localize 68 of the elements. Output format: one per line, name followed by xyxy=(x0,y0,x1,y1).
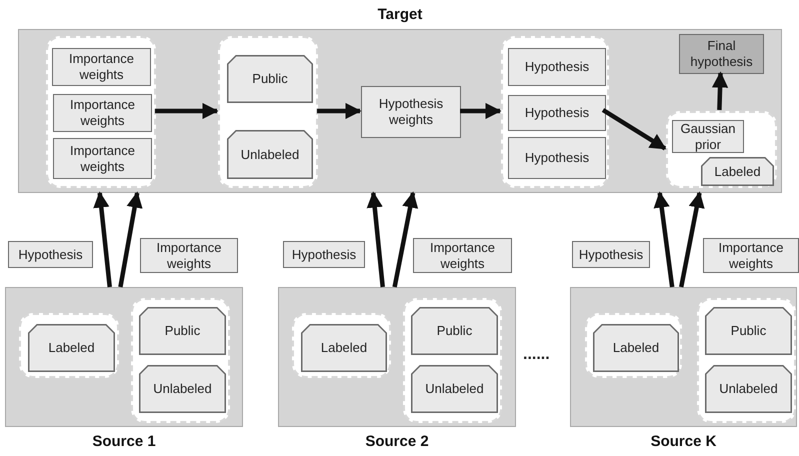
data-label: Unlabeled xyxy=(425,381,484,397)
box-label: Importance weights xyxy=(68,142,136,174)
data-label: Public xyxy=(730,323,766,339)
arrow xyxy=(93,191,112,288)
process-box xyxy=(361,86,461,138)
group-container xyxy=(501,36,609,188)
process-box xyxy=(572,241,650,268)
group-container xyxy=(697,298,796,423)
data-label: Labeled xyxy=(48,340,95,356)
panel-heading: Source K xyxy=(650,433,718,450)
data-label: Unlabeled xyxy=(240,146,300,162)
group-container xyxy=(19,313,119,378)
box-label: Importance weights xyxy=(428,240,496,272)
data-label: Public xyxy=(164,323,200,339)
process-box xyxy=(283,241,365,268)
data-label: Public xyxy=(436,323,472,339)
box-label: Hypothesis xyxy=(524,150,590,166)
arrow xyxy=(654,191,674,288)
data-label: Labeled xyxy=(714,164,761,180)
box-label: Importance weights xyxy=(68,51,136,83)
arrow xyxy=(460,102,502,120)
box-label: Hypothesis xyxy=(524,59,590,75)
data-label: Public xyxy=(252,71,288,87)
group-container xyxy=(585,313,682,378)
data-label: Labeled xyxy=(612,340,660,356)
box-label: Final hypothesis xyxy=(689,38,754,70)
group-container xyxy=(218,36,318,188)
box-label: Importance weights xyxy=(68,97,136,129)
arrow xyxy=(366,191,385,288)
ellipsis-label: ...... xyxy=(523,346,550,364)
panel-heading: Target xyxy=(376,6,424,23)
process-box xyxy=(413,238,512,273)
process-box xyxy=(53,94,152,132)
box-label: Hypothesis xyxy=(292,246,356,262)
group-container xyxy=(666,111,777,188)
box-label: Hypothesis xyxy=(524,105,590,121)
group-container xyxy=(403,298,502,423)
process-box xyxy=(508,137,606,179)
box-label: Hypothesis xyxy=(578,246,644,262)
panel-heading: Source 1 xyxy=(91,433,157,450)
data-label: Unlabeled xyxy=(153,381,212,397)
data-label: Unlabeled xyxy=(719,381,778,397)
output-box xyxy=(679,34,764,74)
box-label: Hypothesis weights xyxy=(378,96,444,128)
box-label: Importance weights xyxy=(155,240,223,272)
arrow xyxy=(602,108,666,150)
box-label: Gaussian prior xyxy=(680,120,736,152)
data-label: Labeled xyxy=(320,340,368,356)
box-label: Importance weights xyxy=(717,240,785,272)
panel-heading: Source 2 xyxy=(364,433,430,450)
process-box xyxy=(140,238,238,273)
arrow xyxy=(155,102,219,120)
group-container xyxy=(46,36,156,188)
process-box xyxy=(53,138,152,179)
arrow xyxy=(118,191,143,288)
process-box xyxy=(672,120,744,153)
box-label: Hypothesis xyxy=(18,246,83,262)
process-box xyxy=(703,238,799,273)
process-box xyxy=(508,95,606,131)
process-box xyxy=(52,48,151,86)
arrow xyxy=(679,191,705,288)
process-box xyxy=(508,48,606,86)
group-container xyxy=(292,313,391,378)
arrow xyxy=(712,71,728,110)
group-container xyxy=(131,298,230,423)
arrow xyxy=(392,191,418,288)
process-box xyxy=(8,241,93,268)
arrow xyxy=(317,102,362,120)
